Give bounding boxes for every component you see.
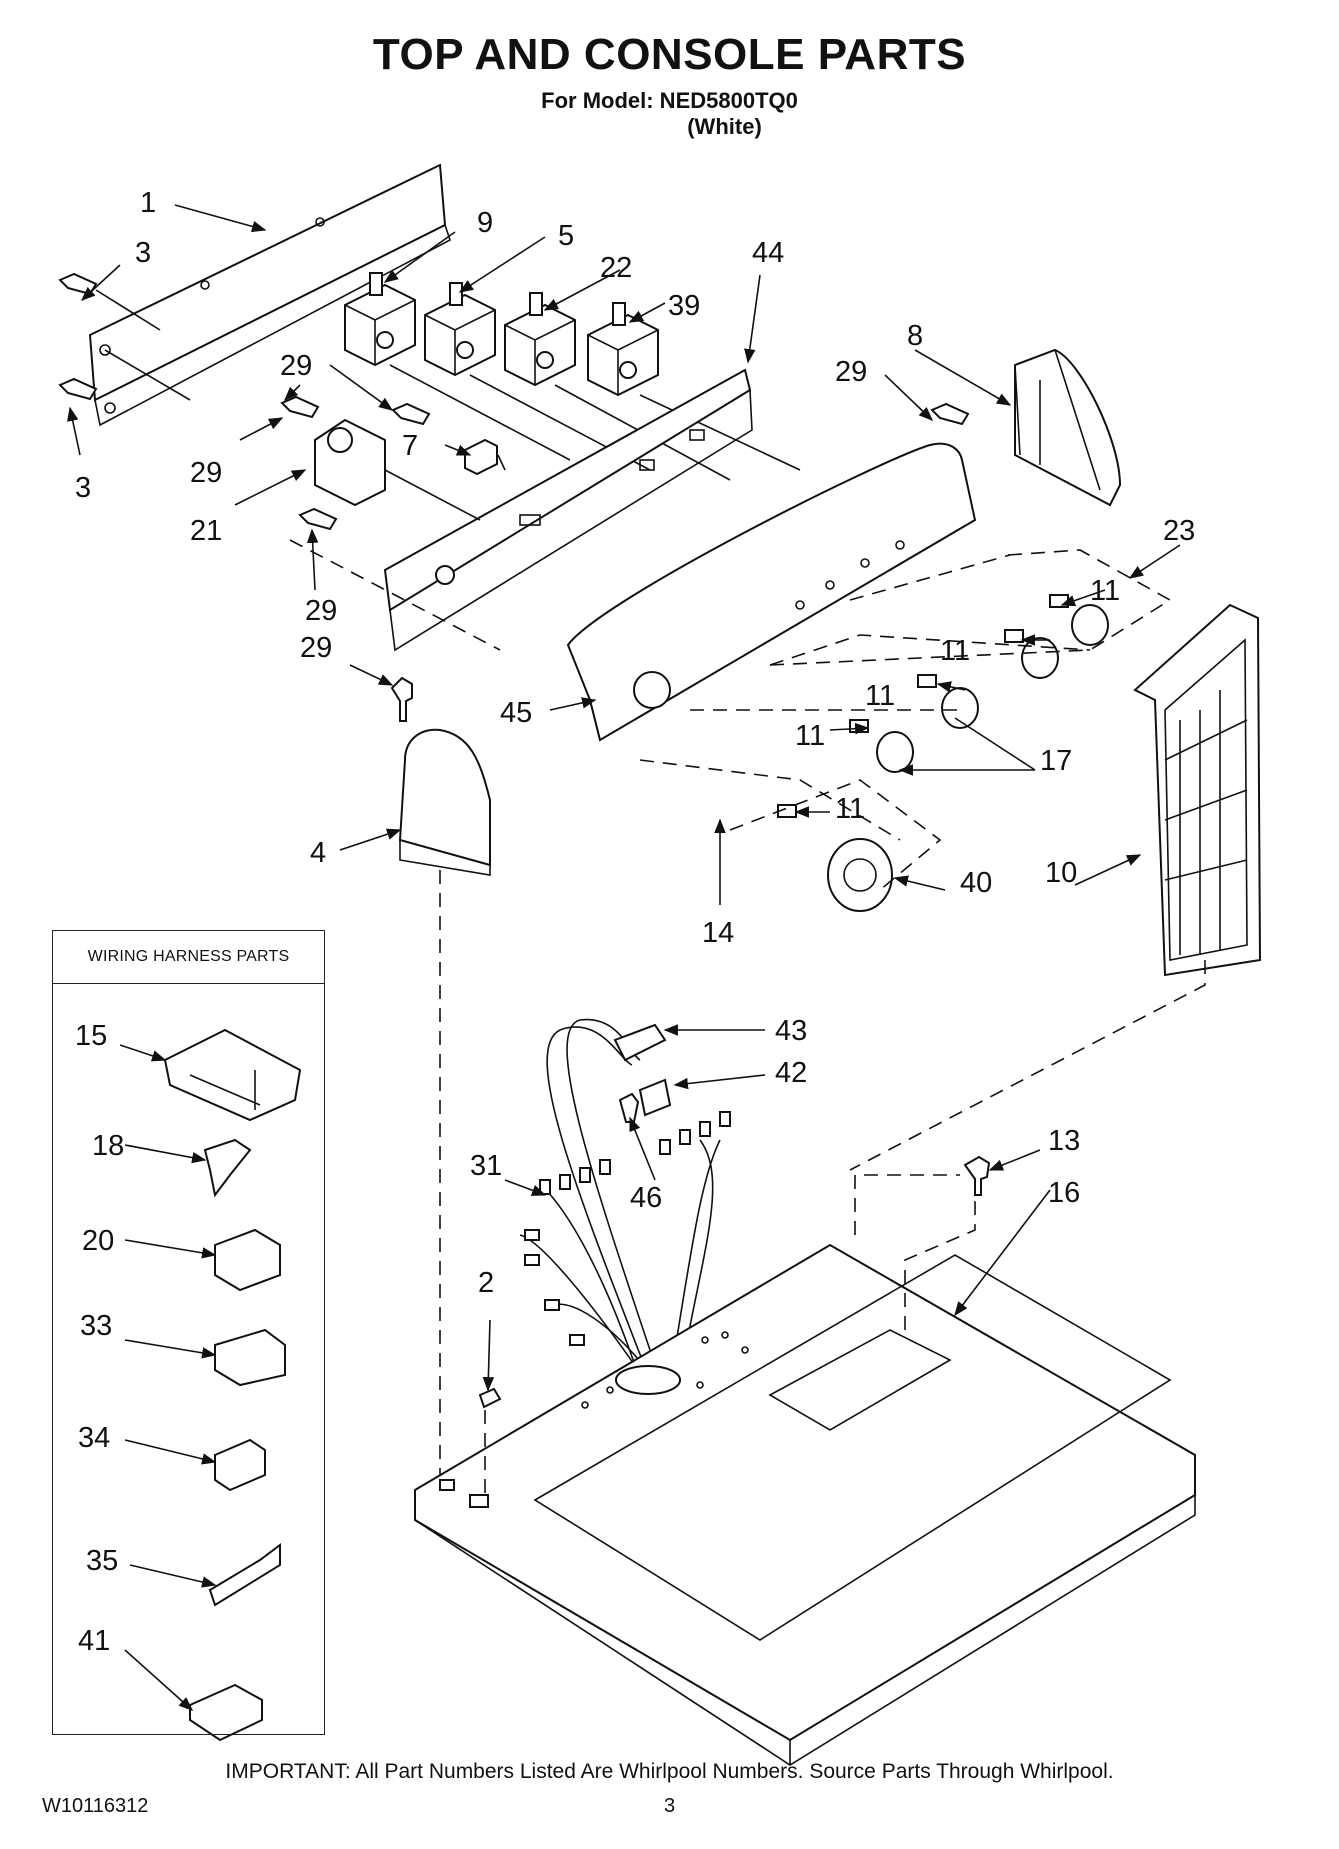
- document-number: W10116312: [42, 1795, 149, 1817]
- callout-44: 44: [752, 237, 784, 269]
- wiring-harness-heading: WIRING HARNESS PARTS: [53, 931, 324, 984]
- callout-16: 16: [1048, 1177, 1080, 1209]
- callout-11: 11: [1090, 575, 1120, 607]
- callout-42: 42: [775, 1057, 807, 1089]
- callout-9: 9: [477, 207, 493, 239]
- switch-parts: [344, 272, 801, 481]
- callout-3: 3: [75, 472, 91, 504]
- callout-7: 7: [402, 430, 418, 462]
- callout-40: 40: [960, 867, 992, 899]
- callout-11: 11: [795, 720, 825, 752]
- callout-29: 29: [305, 595, 337, 627]
- harness-callout-18: 18: [92, 1130, 124, 1162]
- control-panel-part: [289, 368, 753, 652]
- console-part: [566, 442, 977, 742]
- callout-29: 29: [835, 356, 867, 388]
- wiring-harness-box: WIRING HARNESS PARTS: [52, 930, 325, 1735]
- callout-29: 29: [190, 457, 222, 489]
- harness-callout-34: 34: [78, 1422, 110, 1454]
- harness-callout-15: 15: [75, 1020, 107, 1052]
- callout-3: 3: [135, 237, 151, 269]
- callout-11: 11: [940, 635, 970, 667]
- callout-39: 39: [668, 290, 700, 322]
- callout-1: 1: [140, 187, 156, 219]
- callout-43: 43: [775, 1015, 807, 1047]
- callout-8: 8: [907, 320, 923, 352]
- callout-23: 23: [1163, 515, 1195, 547]
- lint-screen-part: [849, 603, 1262, 1171]
- callout-31: 31: [470, 1150, 502, 1182]
- callout-45: 45: [500, 697, 532, 729]
- harness-callout-35: 35: [86, 1545, 118, 1577]
- callout-4: 4: [310, 837, 326, 869]
- end-cap-right-part: [1014, 348, 1122, 507]
- callout-5: 5: [558, 220, 574, 252]
- callout-11: 11: [865, 680, 895, 712]
- harness-callout-41: 41: [78, 1625, 110, 1657]
- harness-callout-33: 33: [80, 1310, 112, 1342]
- callout-17: 17: [1040, 745, 1072, 777]
- callout-10: 10: [1045, 857, 1077, 889]
- end-cap-left-part: [398, 728, 491, 1480]
- callout-29: 29: [280, 350, 312, 382]
- leader-arrows: [67, 204, 1181, 1711]
- screw-part: [58, 272, 161, 401]
- top-panel-part: [414, 1155, 1196, 1766]
- callout-numbers: 1 3 3 9 5 22 39 44 8 29 29 29 29 29 7 21…: [75, 187, 1195, 1657]
- harness-small-parts: [163, 1028, 302, 1742]
- callout-11: 11: [835, 793, 865, 825]
- callout-2: 2: [478, 1267, 494, 1299]
- model-line: For Model: NED5800TQ0: [541, 88, 798, 113]
- callout-46: 46: [630, 1182, 662, 1214]
- page-number: 3: [663, 1795, 676, 1817]
- color-line: (White): [687, 114, 762, 139]
- knob-group-outlines: [639, 549, 1172, 891]
- harness-callout-20: 20: [82, 1225, 114, 1257]
- callout-14: 14: [702, 917, 734, 949]
- callout-29: 29: [300, 632, 332, 664]
- rear-bracket-part: [88, 163, 451, 427]
- callout-22: 22: [600, 252, 632, 284]
- callout-13: 13: [1048, 1125, 1080, 1157]
- page-title: TOP AND CONSOLE PARTS: [372, 30, 967, 79]
- clip-11-parts: [777, 594, 1069, 818]
- callout-21: 21: [190, 515, 222, 547]
- important-note: IMPORTANT: All Part Numbers Listed Are W…: [225, 1760, 1114, 1783]
- screw-29-parts: [280, 395, 970, 722]
- timer-part: [314, 418, 506, 521]
